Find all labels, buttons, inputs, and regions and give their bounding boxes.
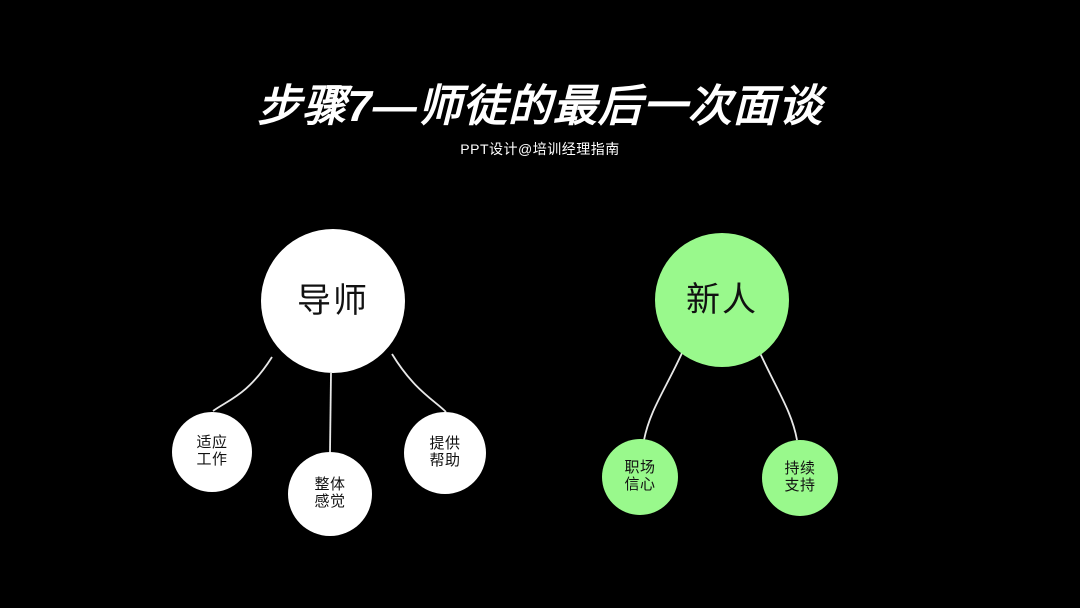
edge-mentor-to-adapt (212, 356, 273, 412)
node-mentor-leaf-provide-help[interactable]: 提供 帮助 (404, 412, 486, 494)
node-newcomer-hub[interactable]: 新人 (655, 233, 789, 367)
node-mentor-hub[interactable]: 导师 (261, 229, 405, 373)
edge-mentor-to-overall (329, 372, 332, 453)
node-newcomer-hub-label: 新人 (686, 280, 758, 319)
edge-mentor-to-help (391, 353, 447, 413)
node-newcomer-leaf-workplace-confidence[interactable]: 职场 信心 (602, 439, 678, 515)
edge-newcomer-to-support (759, 352, 798, 441)
edge-newcomer-to-confidence (643, 352, 683, 441)
node-mentor-hub-label: 导师 (297, 281, 369, 320)
node-mentor-leaf-overall-feeling-label: 整体 感觉 (314, 476, 346, 510)
node-mentor-leaf-overall-feeling[interactable]: 整体 感觉 (288, 452, 372, 536)
page-subtitle: PPT设计@培训经理指南 (460, 141, 620, 157)
node-mentor-leaf-adapt-work[interactable]: 适应 工作 (172, 412, 252, 492)
node-newcomer-leaf-workplace-confidence-label: 职场 信心 (624, 459, 656, 493)
node-newcomer-leaf-continuous-support-label: 持续 支持 (784, 460, 816, 494)
node-mentor-leaf-adapt-work-label: 适应 工作 (196, 434, 228, 468)
node-newcomer-leaf-continuous-support[interactable]: 持续 支持 (762, 440, 838, 516)
node-mentor-leaf-provide-help-label: 提供 帮助 (429, 435, 461, 469)
page-title: 步骤7—师徒的最后一次面谈 (257, 82, 823, 131)
